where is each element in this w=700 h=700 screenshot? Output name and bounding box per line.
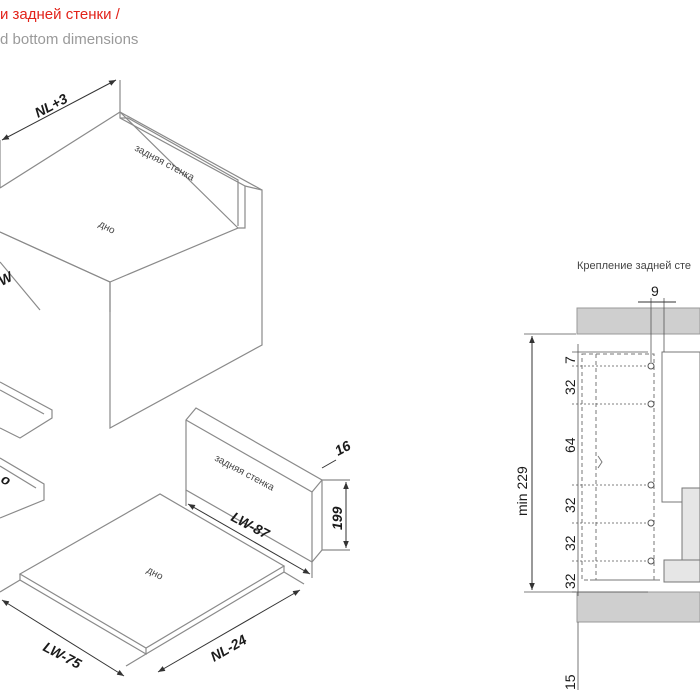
- total-height-label: min 229: [514, 466, 530, 516]
- dim-64: 64: [562, 437, 578, 453]
- hole-markers: [647, 362, 655, 565]
- box-bottom-outline: [0, 111, 240, 283]
- rail-partial-label: о: [0, 471, 14, 489]
- bottom-offset-label: 15: [562, 674, 578, 690]
- rails: [0, 381, 53, 519]
- top-shelf: [576, 307, 700, 335]
- bottom-shelf: [576, 591, 700, 623]
- rail-lower: [0, 457, 45, 519]
- dim-line-back-width: [187, 503, 311, 575]
- dim-32-d: 32: [562, 573, 578, 589]
- dim-32-a: 32: [562, 379, 578, 395]
- top-offset-label: 9: [651, 283, 659, 299]
- dim-ticks: [524, 333, 648, 690]
- rail-upper: [0, 381, 53, 439]
- back-panel-label: задняя стенка: [213, 453, 277, 494]
- bottom-panel-label: дно: [145, 565, 165, 583]
- dim-top-label: NL+3: [32, 90, 70, 120]
- title-english: d bottom dimensions: [0, 31, 139, 48]
- drawer-profile: [581, 351, 700, 583]
- bottom-width-label: LW-75: [41, 639, 85, 672]
- back-thickness-label: 16: [332, 437, 353, 459]
- bottom-depth-label: NL-24: [208, 631, 250, 664]
- back-panel: [185, 407, 350, 578]
- box-bottom-label: дно: [97, 219, 117, 237]
- dim-7: 7: [562, 356, 578, 364]
- dim-32-b: 32: [562, 497, 578, 513]
- section-caption: Крепление задней сте: [577, 260, 691, 272]
- cabinet-box: [0, 80, 263, 430]
- back-height-label: 199: [329, 506, 345, 530]
- title-russian: и задней стенки /: [0, 6, 120, 23]
- dim-line-bottom-width: [1, 599, 125, 677]
- dim-32-c: 32: [562, 535, 578, 551]
- dim-line-thickness: [321, 459, 337, 469]
- dim-line-bottom-depth: [157, 589, 301, 673]
- dim-line-top: [1, 79, 117, 141]
- box-side-panel: [109, 185, 263, 430]
